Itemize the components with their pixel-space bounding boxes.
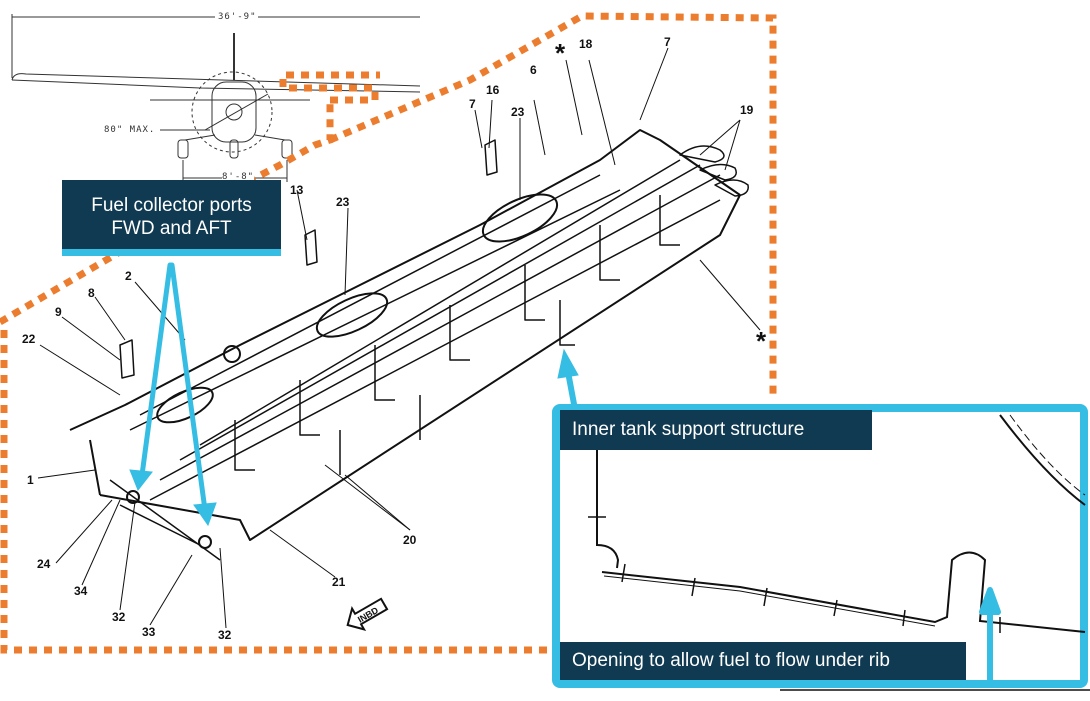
part-label-16: 16 xyxy=(486,83,500,97)
part-label-21: 21 xyxy=(332,575,346,589)
access-hole-2 xyxy=(315,292,389,338)
opening-fuel-flow-callout: Opening to allow fuel to flow under rib xyxy=(560,642,966,680)
part-label-22: 22 xyxy=(22,332,36,346)
part-label-6: 6 xyxy=(530,63,537,77)
part-label-7-top: 7 xyxy=(664,35,671,49)
part-label-19: 19 xyxy=(740,103,754,117)
prop-arc xyxy=(191,71,273,153)
part-label-2: 2 xyxy=(125,269,132,283)
fuel-port-aft xyxy=(198,535,212,549)
highlight-left-bottom xyxy=(0,330,560,654)
left-wheel xyxy=(177,139,189,159)
asterisk-note-top: * xyxy=(555,38,566,68)
asterisk-note-right: * xyxy=(756,326,767,356)
part-label-13: 13 xyxy=(290,183,304,197)
rib-lower-edge-inner xyxy=(603,575,936,627)
fuel-arrow-aft-shaft xyxy=(169,262,208,513)
stringer-2 xyxy=(139,174,601,416)
filler-cap xyxy=(223,345,241,363)
part-label-8: 8 xyxy=(88,286,95,300)
right-gear-strut xyxy=(254,134,286,141)
inset-pointer-head xyxy=(557,348,579,379)
part-label-7-left: 7 xyxy=(469,97,476,111)
rib-left-flange xyxy=(596,450,620,569)
left-gear-strut xyxy=(184,134,216,141)
highlight-wing-segment xyxy=(279,71,380,104)
part-label-34: 34 xyxy=(74,584,88,598)
fuel-collector-ports-callout: Fuel collector ports FWD and AFT xyxy=(62,180,281,256)
fuel-callout-line1: Fuel collector ports xyxy=(91,195,252,216)
part-label-23-mid: 23 xyxy=(336,195,350,209)
access-hole-3 xyxy=(156,386,214,424)
nose-wheel xyxy=(229,139,239,159)
bracket-16 xyxy=(484,139,498,176)
part-label-24: 24 xyxy=(37,557,51,571)
fuel-arrow-fwd-head xyxy=(129,469,153,491)
wingspan-dimension: 36'-9" xyxy=(218,12,257,22)
fuel-arrow-aft-head xyxy=(193,502,217,527)
lightening-hole-edge-inner xyxy=(1009,414,1086,496)
rib-lower-edge xyxy=(601,551,1086,633)
fuselage xyxy=(211,81,257,143)
part-label-32-right: 32 xyxy=(218,628,232,642)
part-label-32-left: 32 xyxy=(112,610,126,624)
spar-rail-2 xyxy=(159,174,721,481)
bracket-13 xyxy=(304,229,318,266)
spinner xyxy=(225,103,243,121)
part-label-1: 1 xyxy=(27,473,34,487)
leader-lines xyxy=(37,47,761,629)
height-dimension: 80" MAX. xyxy=(104,125,156,135)
fuel-port-fwd xyxy=(126,490,140,504)
inbd-direction-arrow xyxy=(346,597,389,631)
wing-tank-line-art xyxy=(69,129,749,561)
collector-tubes xyxy=(679,145,749,197)
spar-rail-3 xyxy=(179,164,701,461)
opening-pointer-arrow xyxy=(979,587,1001,680)
aircraft-front-view xyxy=(11,14,421,182)
fuel-arrow-fwd-shaft xyxy=(139,262,173,478)
rib-detail-inset xyxy=(552,404,1088,688)
spar-rail-4 xyxy=(199,159,681,446)
gear-track-dimension: 8'-8" xyxy=(222,172,255,182)
part-label-20: 20 xyxy=(403,533,417,547)
access-hole-1 xyxy=(481,193,559,243)
fuel-callout-line2: FWD and AFT xyxy=(111,218,232,239)
bracket-8 xyxy=(119,339,135,379)
highlight-top-right xyxy=(328,12,777,400)
part-label-33: 33 xyxy=(142,625,156,639)
inner-tank-support-callout: Inner tank support structure xyxy=(560,410,872,450)
spar-rail-1 xyxy=(149,199,721,501)
fuel-port-arrows xyxy=(129,262,579,527)
part-label-9: 9 xyxy=(55,305,62,319)
tank-upper-skin xyxy=(69,129,741,431)
tank-root-edge xyxy=(89,439,101,496)
rivet-marks xyxy=(588,516,1001,633)
lightening-hole-edge-outer xyxy=(999,414,1086,506)
rib-set xyxy=(234,195,680,475)
tank-outer-bottom-edge xyxy=(99,194,741,541)
part-label-23-top: 23 xyxy=(511,105,525,119)
inset-frame xyxy=(552,404,1088,688)
wing-left-upper xyxy=(11,73,421,87)
part-label-18: 18 xyxy=(579,37,593,51)
prop-blade xyxy=(204,93,269,131)
inset-pointer-shaft xyxy=(565,369,577,407)
